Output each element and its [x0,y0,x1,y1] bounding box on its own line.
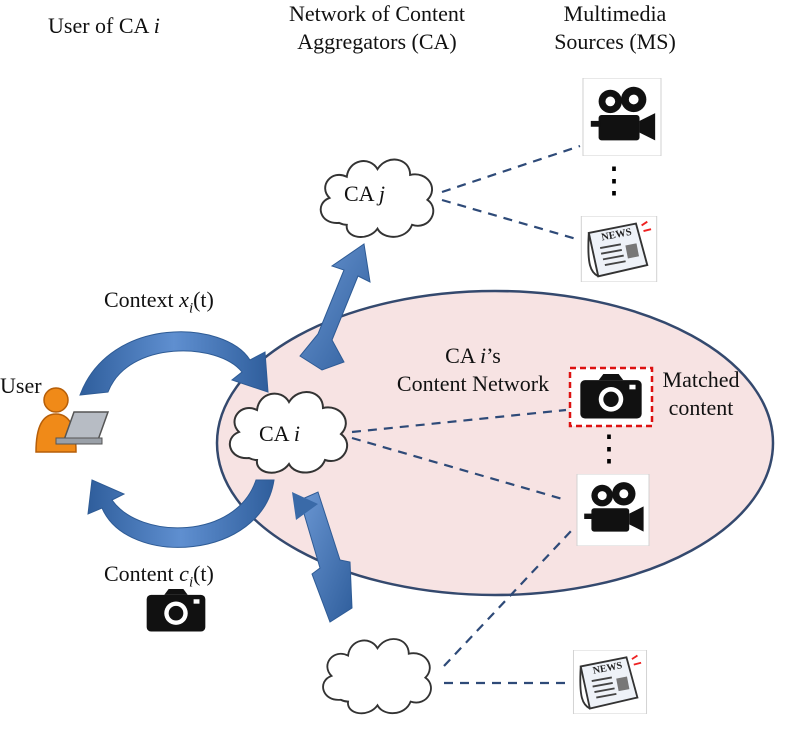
ellipsis-dots-network: ⋮ [591,428,627,468]
context-curved-arrow [79,331,269,396]
matched-content-label: Matched content [655,366,747,422]
link-cai-moviecam [351,436,567,502]
context-label-arg: (t) [193,287,214,312]
double-arrow-cai-caj [299,243,371,371]
newspaper-icon-top [580,216,658,282]
network-title-line2: Content Network [396,371,550,396]
header-sources: Multimedia Sources (MS) [540,0,690,56]
ca-j-label-prefix: CA [344,181,374,206]
ca-i-label-var: i [293,421,300,446]
link-cai-photocam [351,408,567,434]
context-label: Context xi(t) [104,286,214,322]
content-label-var: c [179,561,189,586]
content-label-sub: i [188,574,194,591]
content-label-prefix: Content [104,561,174,586]
dashed-links [351,144,581,685]
cloud-icon-bottom [322,637,433,715]
double-arrow-cai-bottom [292,491,353,623]
header-network-line1: Network of Content [289,1,465,26]
network-title-var: i [480,343,487,368]
ca-j-label-var: j [378,181,385,206]
content-label: Content ci(t) [104,560,214,596]
context-label-prefix: Context [104,287,174,312]
photo-camera-icon-matched [580,374,642,419]
header-network: Network of Content Aggregators (CA) [262,0,492,56]
header-sources-line1: Multimedia [563,1,667,26]
header-user-of-ca: User of CA i [48,12,160,40]
header-sources-line2: Sources (MS) [554,29,676,54]
movie-camera-icon-top [582,78,662,156]
header-user-of-ca-var: i [153,13,160,38]
network-title-suffix: ’s [486,343,501,368]
ca-i-label-prefix: CA [259,421,289,446]
matched-content-line2: content [668,395,734,420]
link-caj-newspaper [441,198,581,242]
ca-i-label: CA i [259,420,300,448]
matched-content-line1: Matched [662,367,740,392]
network-title-line1: CA i’s [388,342,558,370]
user-label: User [0,373,42,398]
header-user-of-ca-text: User of CA [48,13,149,38]
movie-camera-icon-network [576,474,650,546]
newspaper-icon-bottom [572,650,648,714]
content-label-arg: (t) [193,561,214,586]
content-curved-arrow [87,479,275,548]
ca-j-label: CA j [344,180,385,208]
link-caj-moviecam [441,144,581,194]
network-title: CA i’s Content Network [388,342,558,398]
ellipsis-dots-top: ⋮ [596,160,632,200]
user-laptop-icon [35,387,110,453]
header-network-line2: Aggregators (CA) [297,29,457,54]
network-title-prefix: CA [445,343,475,368]
context-label-var: x [179,287,189,312]
context-label-sub: i [188,300,194,317]
